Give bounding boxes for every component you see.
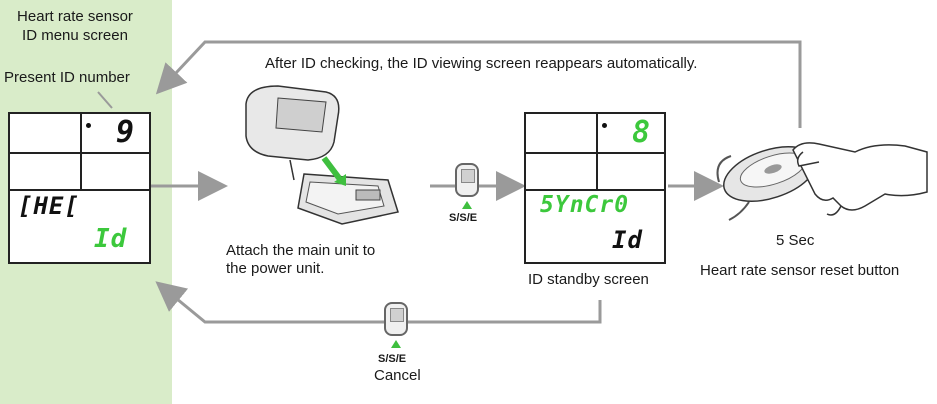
power-unit-icon [297,173,399,225]
cancel-button-label: S/S/E [378,353,407,365]
standby-lcd-line2: Id [612,226,643,254]
hand-icon [792,142,928,216]
menu-lcd-screen: 9 [HE[ Id [8,112,151,264]
attach-caption-line1: Attach the main unit to [226,242,376,259]
heart-dot-icon [86,123,91,128]
strap-icon [716,155,732,183]
standby-lcd-screen: 8 5YnCr0 Id [524,112,666,264]
main-unit-icon [245,85,340,181]
menu-lcd-line2: Id [94,224,128,254]
menu-id-digit: 9 [116,115,136,150]
cancel-sse-button-icon[interactable] [384,302,408,336]
standby-id-digit: 8 [632,115,652,150]
panel-title-line1: Heart rate sensor [17,8,133,25]
sse-press-arrow-icon [462,201,472,209]
standby-heart-dot-icon [602,123,607,128]
attach-caption-line2: the power unit. [226,260,325,277]
reset-duration: 5 Sec [776,232,815,249]
attach-units-illustration [245,85,399,225]
reset-button-caption: Heart rate sensor reset button [700,262,900,279]
cancel-label: Cancel [374,367,421,384]
cancel-press-arrow-icon [391,340,401,348]
present-id-label: Present ID number [4,69,130,86]
down-arrow-icon [321,156,345,184]
menu-lcd-line1: [HE[ [18,192,80,220]
sse-button-label: S/S/E [449,212,478,224]
present-id-leader [97,91,113,109]
sse-button-icon[interactable] [455,163,479,197]
standby-caption: ID standby screen [528,271,649,288]
panel-title-line2: ID menu screen [22,27,128,44]
heart-rate-sensor-illustration [716,142,928,221]
standby-lcd-line1: 5YnCr0 [540,192,630,218]
auto-return-note: After ID checking, the ID viewing screen… [265,55,698,72]
cancel-return-arrow [155,281,602,324]
auto-return-arrow [155,40,802,128]
